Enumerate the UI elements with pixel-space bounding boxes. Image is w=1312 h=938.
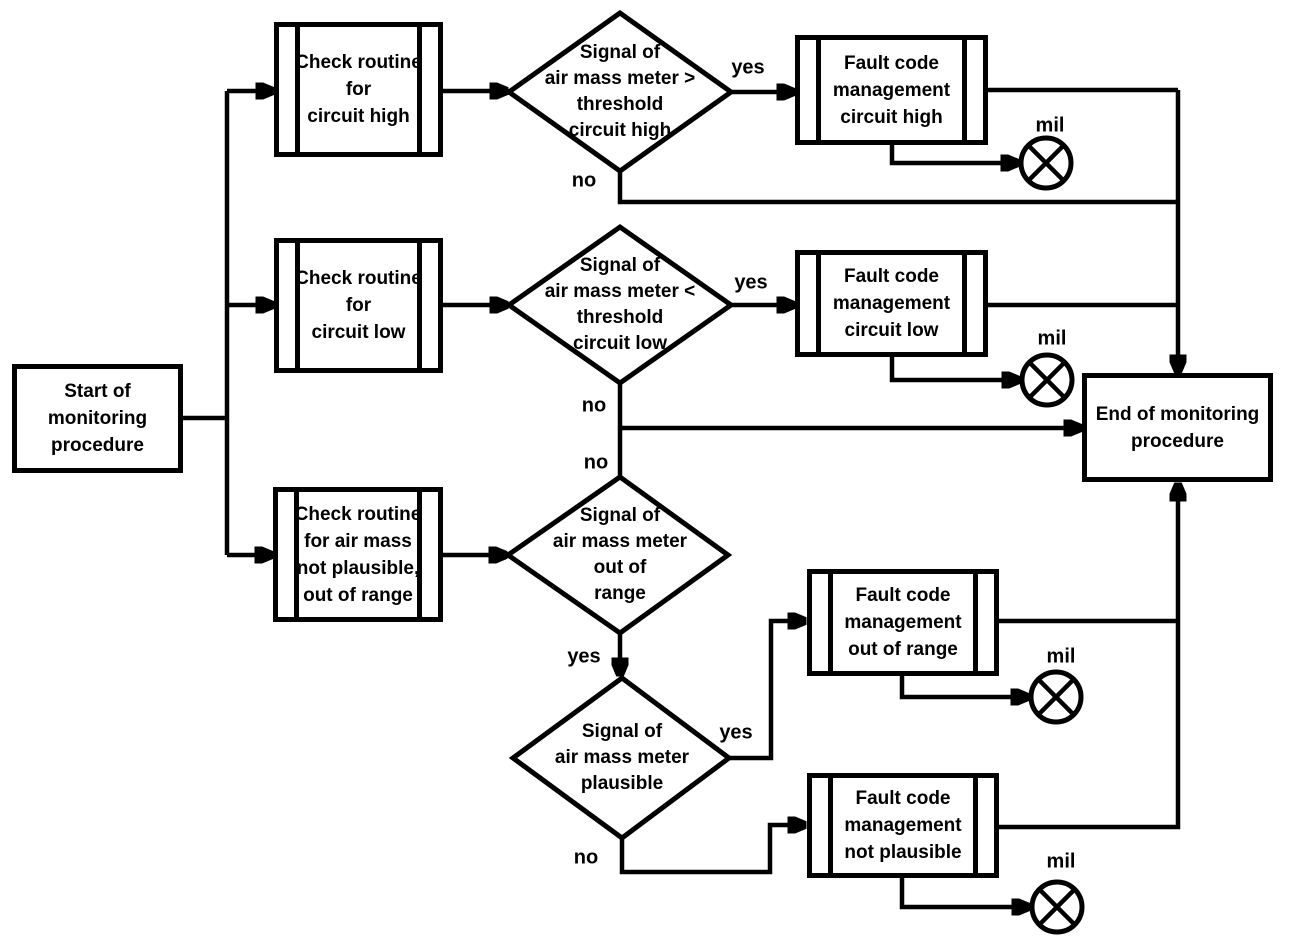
node-label-line: circuit low — [844, 320, 939, 341]
node-check-routine-not-plausible: Check routine for air mass not plausible… — [273, 487, 443, 622]
edge-fault-out-of-range-to-mil — [899, 676, 1025, 697]
edge-label-yes-plausible: yes — [719, 721, 753, 744]
edge-decision-plausible-no — [619, 825, 802, 875]
edge-label-no-plausible: no — [573, 846, 599, 869]
mil-label-not-plausible: mil — [1046, 850, 1076, 873]
predefined-process-bar-left — [295, 27, 300, 152]
edge-label-no-out-of-range: no — [583, 451, 609, 474]
edge-fault-circuit-low-to-mil — [889, 357, 1016, 380]
edge-label-yes-circuit-high: yes — [731, 56, 765, 79]
decision-diamond-circuit-high — [504, 9, 736, 175]
node-label-line: circuit low — [311, 322, 406, 343]
edge-label-yes-out-of-range: yes — [567, 645, 601, 668]
node-label: Fault code management circuit low — [833, 263, 950, 344]
node-label-line: Fault code — [843, 266, 939, 287]
node-label-line: for air mass — [304, 530, 412, 552]
edge-label-no-circuit-low: no — [581, 394, 607, 417]
node-label: End of monitoring procedure — [1096, 401, 1260, 455]
predefined-process-bar-left — [294, 492, 299, 617]
mil-label-circuit-high: mil — [1035, 114, 1065, 137]
decision-diamond-circuit-low — [504, 223, 736, 387]
node-check-routine-circuit-low: Check routine for circuit low — [274, 238, 443, 373]
node-label-line: management — [844, 815, 962, 836]
node-fault-code-management-not-plausible: Fault code management not plausible — [807, 773, 999, 878]
edge-decision-plausible-yes — [729, 621, 802, 761]
decision-diamond-out-of-range — [503, 473, 733, 637]
node-label-line: Fault code — [843, 52, 939, 74]
edge-fault-not-plausible-out-to-end-bottom — [999, 487, 1178, 830]
node-label-line: Fault code — [855, 788, 951, 809]
predefined-process-bar-left — [828, 778, 833, 873]
node-label-line: not plausible — [844, 842, 962, 863]
edge-decision-circuit-high-no — [617, 171, 1178, 205]
predefined-process-bar-right — [417, 27, 422, 152]
predefined-process-bar-left — [816, 255, 821, 352]
edge-fault-not-plausible-to-mil — [899, 878, 1026, 907]
node-label-line: circuit high — [840, 106, 943, 128]
node-label-line: management — [832, 293, 951, 314]
node-label: Fault code management circuit high — [833, 50, 950, 131]
node-label: Check routine for air mass not plausible… — [295, 501, 422, 609]
mil-label-circuit-low: mil — [1037, 327, 1067, 350]
predefined-process-bar-right — [962, 255, 967, 352]
predefined-process-bar-right — [962, 40, 967, 140]
node-label: Check routine for circuit low — [295, 265, 422, 346]
predefined-process-bar-right — [973, 778, 978, 873]
node-label-line: Check routine — [295, 268, 422, 289]
predefined-process-bar-left — [295, 243, 300, 368]
mil-indicator-out-of-range-icon — [1028, 669, 1084, 725]
mil-indicator-circuit-low-icon — [1019, 352, 1075, 408]
node-label-line: management — [844, 612, 962, 633]
node-label: Fault code management not plausible — [844, 785, 961, 866]
node-label: Fault code management out of range — [844, 582, 961, 663]
predefined-process-bar-left — [816, 40, 821, 140]
node-label-line: Check routine — [294, 503, 422, 525]
predefined-process-bar-right — [973, 574, 978, 671]
predefined-process-bar-right — [417, 492, 422, 617]
node-label-line: for — [345, 79, 372, 100]
node-check-routine-circuit-high: Check routine for circuit high — [274, 22, 443, 157]
node-label-line: procedure — [1131, 430, 1224, 452]
decision-diamond-plausible — [508, 674, 734, 842]
mil-indicator-circuit-high-icon — [1018, 135, 1074, 191]
predefined-process-bar-right — [417, 243, 422, 368]
node-label-line: for — [345, 295, 372, 316]
node-label-line: Fault code — [855, 585, 951, 606]
node-fault-code-management-circuit-high: Fault code management circuit high — [795, 35, 988, 145]
node-label-line: Start of monitoring — [47, 381, 148, 429]
mil-indicator-not-plausible-icon — [1029, 879, 1085, 935]
node-label: Start of monitoring procedure — [17, 378, 178, 459]
node-fault-code-management-circuit-low: Fault code management circuit low — [795, 250, 988, 357]
predefined-process-bar-left — [828, 574, 833, 671]
node-label-line: End of monitoring — [1095, 403, 1260, 425]
edge-fault-circuit-high-to-mil — [889, 145, 1015, 163]
node-label-line: procedure — [51, 435, 144, 456]
node-end-of-monitoring: End of monitoring procedure — [1082, 373, 1273, 482]
node-start-of-monitoring: Start of monitoring procedure — [12, 364, 183, 473]
node-label-line: not plausible, — [296, 557, 420, 579]
node-label-line: out of range — [848, 639, 958, 660]
edge-label-no-circuit-high: no — [571, 169, 597, 192]
node-label-line: management — [832, 79, 951, 101]
node-label-line: out of range — [303, 584, 413, 606]
node-label-line: circuit high — [307, 106, 410, 127]
edge-label-yes-circuit-low: yes — [734, 271, 768, 294]
node-label: Check routine for circuit high — [295, 49, 422, 130]
mil-label-out-of-range: mil — [1046, 645, 1076, 668]
node-label-line: Check routine — [295, 52, 422, 73]
node-fault-code-management-out-of-range: Fault code management out of range — [807, 569, 999, 676]
